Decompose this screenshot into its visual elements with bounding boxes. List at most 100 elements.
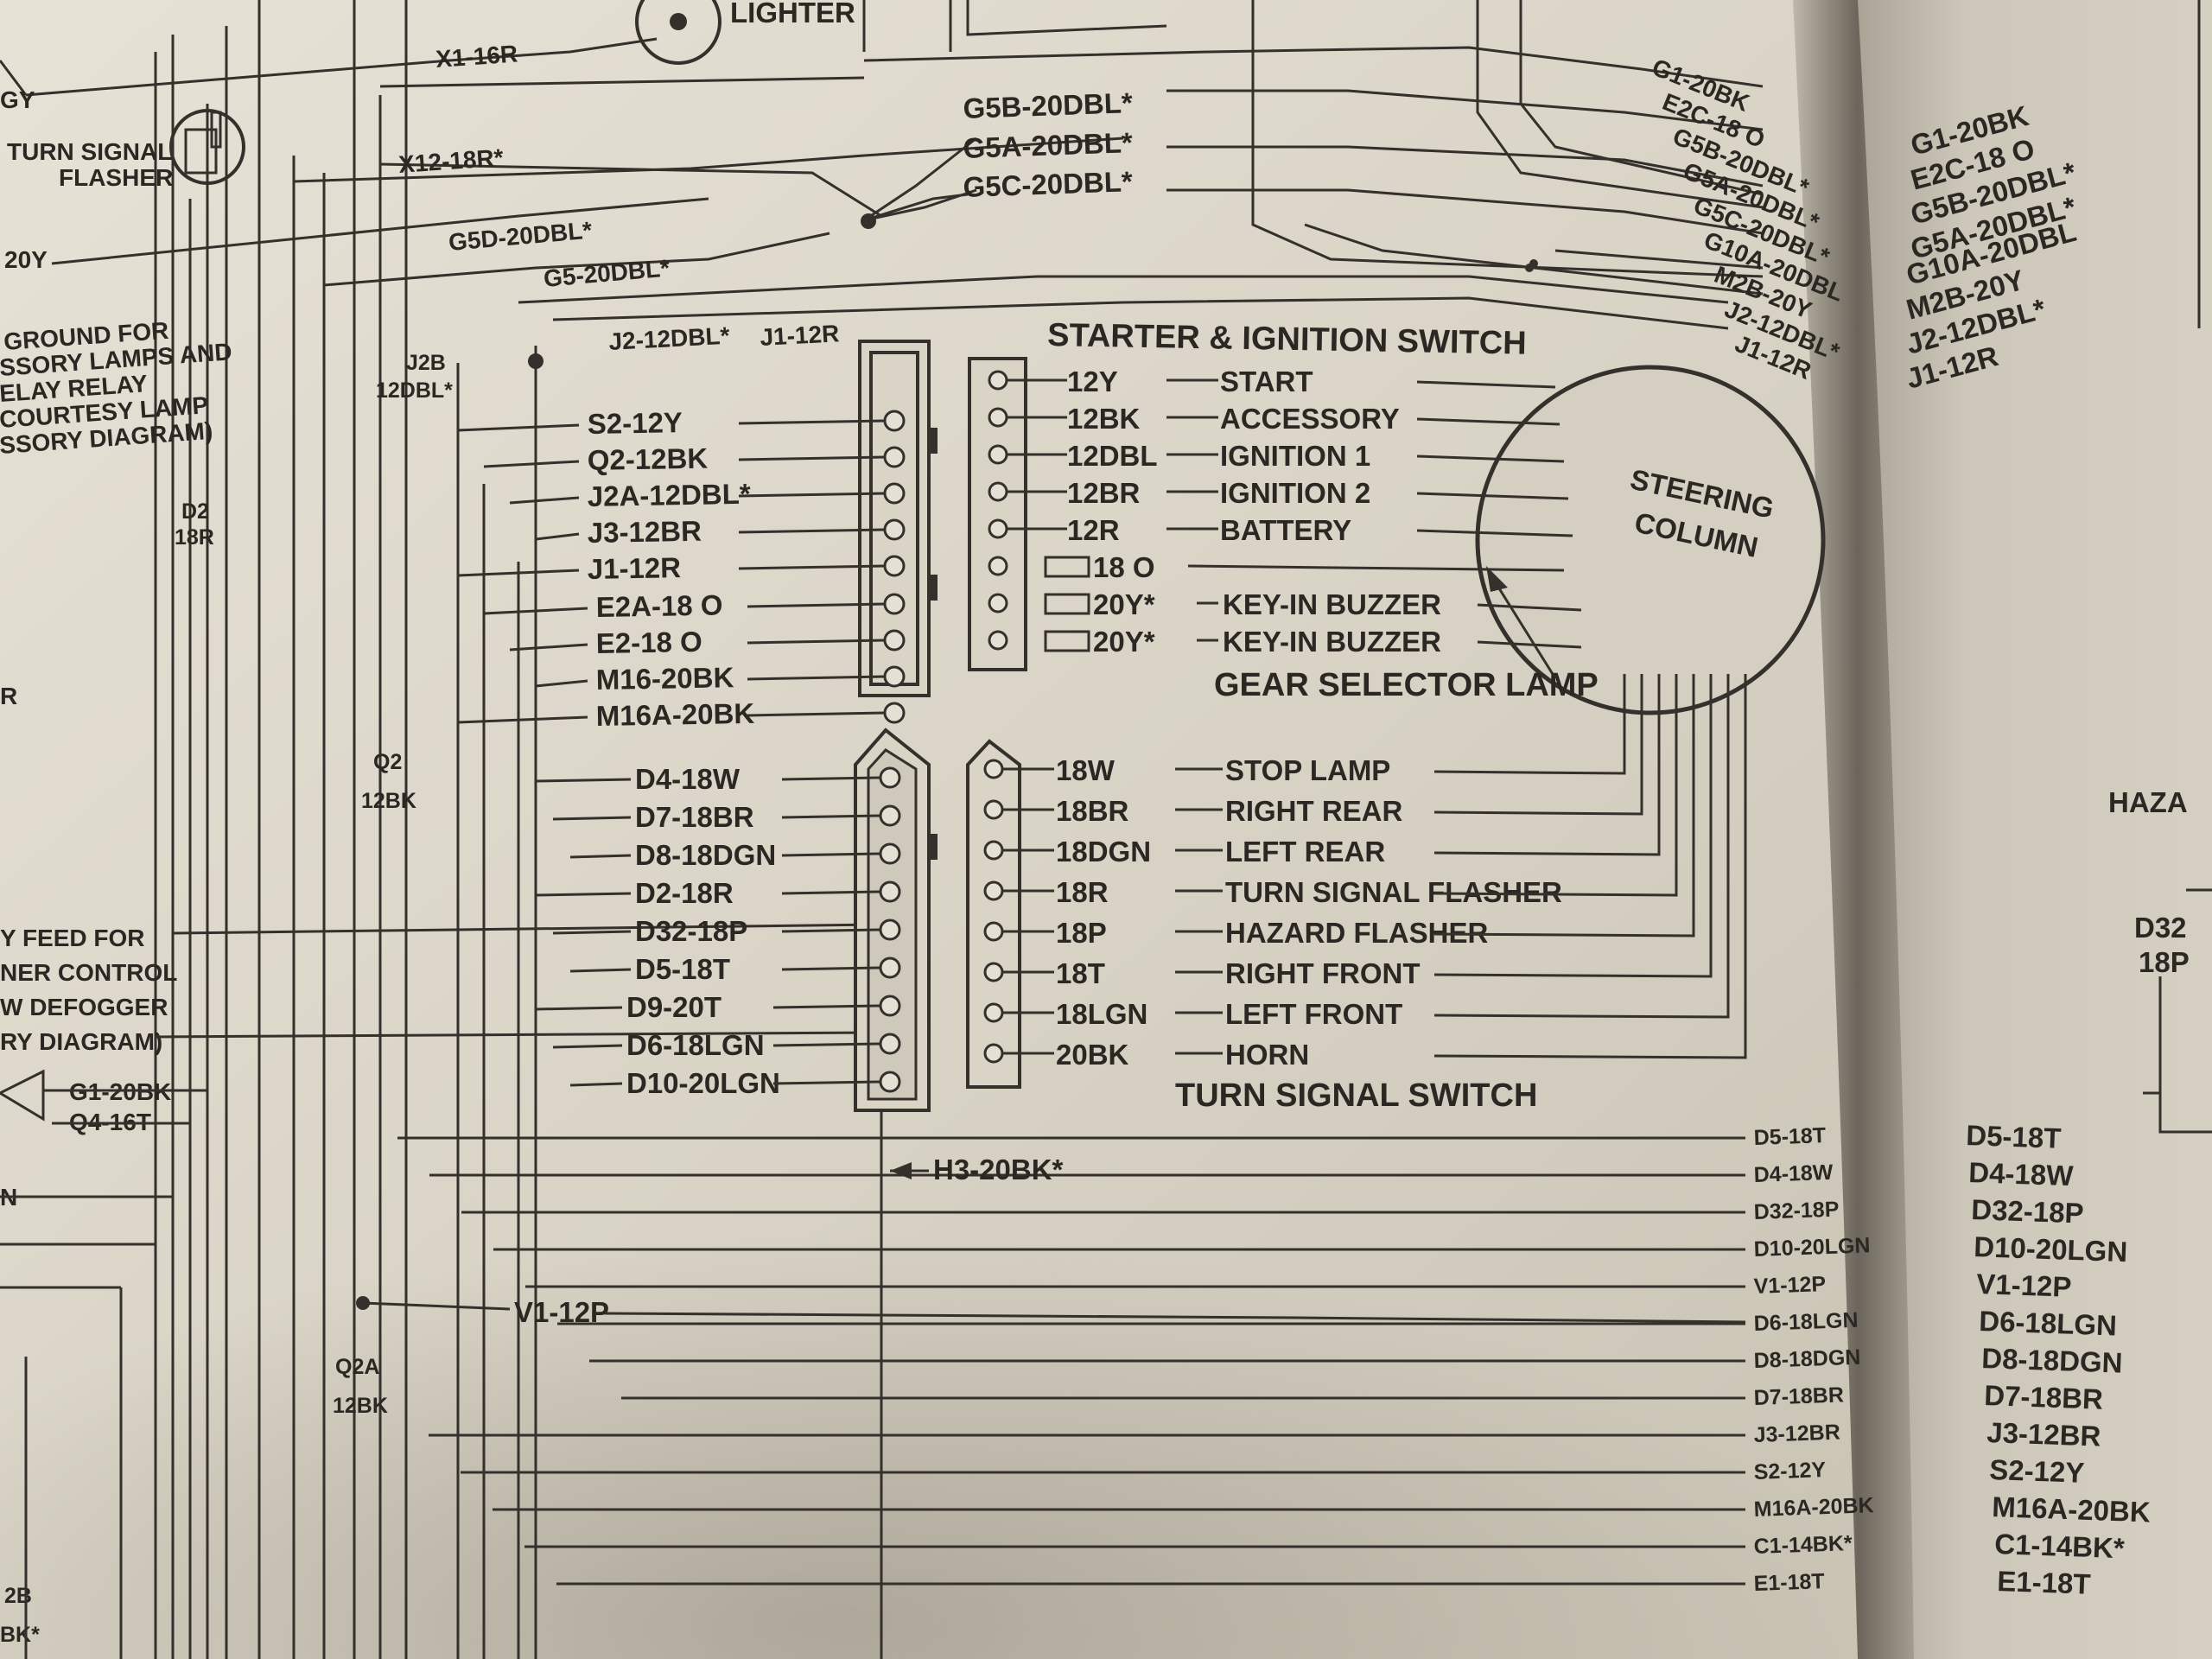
- turn-switch-wire-5: 18T: [1056, 957, 1105, 989]
- bundle-bottom-label-9: S2-12Y: [1753, 1458, 1827, 1484]
- facing-bottom-label-9: S2-12Y: [1989, 1453, 2085, 1489]
- q2-label-1: Q2: [373, 750, 402, 774]
- ign-switch-pin-4: [988, 518, 1008, 539]
- g5b-label: G5B-20DBL*: [963, 86, 1134, 124]
- facing-bottom-label-4: V1-12P: [1976, 1268, 2072, 1303]
- facing-bottom-label-2: D32-18P: [1971, 1193, 2084, 1230]
- bundle-bottom-label-6: D8-18DGN: [1753, 1345, 1861, 1373]
- turn-switch-func-4: HAZARD FLASHER: [1225, 917, 1488, 949]
- turn-switch-wire-4: 18P: [1056, 917, 1107, 949]
- facing-d32-1: D32: [2134, 912, 2187, 944]
- ign-wire-label-6: E2-18 O: [595, 626, 702, 659]
- turn-signal-title: TURN SIGNAL SWITCH: [1175, 1077, 1537, 1114]
- ign-switch-wire-2: 12DBL: [1067, 440, 1158, 472]
- bundle-bottom-label-0: D5-18T: [1753, 1123, 1826, 1150]
- facing-bottom-label-11: C1-14BK*: [1994, 1528, 2126, 1564]
- bundle-bottom-label-2: D32-18P: [1753, 1198, 1840, 1224]
- h3-wire: H3-20BK*: [880, 1110, 1064, 1659]
- turn-signal-flasher-symbol: TURN SIGNAL FLASHER: [7, 109, 245, 191]
- turn-switch-func-0: STOP LAMP: [1225, 754, 1390, 786]
- bundle-bottom-label-3: D10-20LGN: [1753, 1233, 1871, 1262]
- ign-pin-0: [883, 410, 906, 432]
- gy-label: GY: [0, 86, 35, 113]
- bundle-bottom-label-1: D4-18W: [1753, 1160, 1834, 1187]
- flasher-label-1: TURN SIGNAL: [7, 138, 172, 165]
- turn-pin-0: [879, 766, 901, 789]
- j2b-label-1: J2B: [406, 351, 446, 375]
- ign-switch-func-2: IGNITION 1: [1220, 440, 1370, 472]
- ignition-connector-block: [858, 340, 1027, 697]
- bundle-bottom-label-8: J3-12BR: [1753, 1421, 1840, 1447]
- ign-switch-func-1: ACCESSORY: [1220, 403, 1400, 435]
- facing-bottom-label-5: D6-18LGN: [1979, 1305, 2118, 1342]
- ign-switch-wire-0: 12Y: [1067, 365, 1118, 397]
- ign-wire-label-0: S2-12Y: [587, 406, 683, 440]
- turn-pin-5: [879, 957, 901, 979]
- ign-wire-label-7: M16-20BK: [595, 661, 734, 696]
- turn-wire-label-4: D32-18P: [635, 915, 747, 947]
- feed-note-1: Y FEED FOR: [0, 925, 145, 951]
- feed-note-4: RY DIAGRAM): [0, 1028, 162, 1055]
- v1-wire: V1-12P: [514, 1296, 1746, 1328]
- turn-connector-wires: D4-18WD7-18BRD8-18DGND2-18RD32-18PD5-18T…: [535, 763, 901, 1099]
- d2-label-2: 18R: [175, 525, 214, 550]
- turn-switch-pin-1: [983, 799, 1004, 820]
- turn-switch-func-6: LEFT FRONT: [1225, 998, 1402, 1030]
- turn-switch-wire-1: 18BR: [1056, 795, 1129, 827]
- turn-switch-pin-5: [983, 962, 1004, 982]
- ign-switch-wire-5: 18 O: [1093, 551, 1155, 583]
- ign-switch-pin-2: [988, 444, 1008, 465]
- ign-switch-pin-6: [988, 593, 1008, 613]
- turn-switch-pin-4: [983, 921, 1004, 942]
- ign-switch-func-0: START: [1220, 365, 1313, 397]
- ign-switch-func-6: KEY-IN BUZZER: [1223, 588, 1441, 620]
- turn-pin-1: [879, 804, 901, 827]
- facing-bottom-label-6: D8-18DGN: [1981, 1342, 2123, 1379]
- haza-label: HAZA: [2108, 786, 2188, 818]
- ign-pin-3: [883, 518, 906, 541]
- g5a-label: G5A-20DBL*: [963, 126, 1134, 164]
- ign-wire-label-5: E2A-18 O: [595, 588, 722, 623]
- ign-wire-label-3: J3-12BR: [587, 515, 702, 549]
- turn-pin-3: [879, 880, 901, 903]
- turn-wire-label-7: D6-18LGN: [626, 1029, 765, 1061]
- ign-switch-pin-7: [988, 630, 1008, 651]
- facing-page-static: HAZA D32 18P: [2108, 0, 2212, 1134]
- left-harness-lines: [154, 0, 537, 1659]
- facing-bottom-label-0: D5-18T: [1966, 1119, 2062, 1154]
- ign-pin-8: [883, 702, 906, 724]
- turn-switch-func-5: RIGHT FRONT: [1225, 957, 1420, 989]
- bundle-bottom-label-12: E1-18T: [1753, 1569, 1825, 1596]
- turn-wire-label-8: D10-20LGN: [626, 1067, 780, 1099]
- ign-switch-wire-7: 20Y*: [1093, 626, 1155, 658]
- feed-note-2: NER CONTROL: [0, 959, 177, 986]
- ign-switch-func-3: IGNITION 2: [1220, 477, 1370, 509]
- turn-wire-label-3: D2-18R: [635, 877, 734, 909]
- ign-switch-pin-1: [988, 407, 1008, 428]
- j2b-label-2: 12DBL*: [376, 378, 453, 403]
- x1-label: X1-16R: [435, 40, 518, 73]
- p2b-label-2: BK*: [0, 1623, 40, 1647]
- y20-label: 20Y: [4, 246, 48, 273]
- bundle-bottom-label-11: C1-14BK*: [1753, 1531, 1853, 1559]
- facing-page: [1858, 0, 2212, 1659]
- q2-label-2: 12BK: [361, 789, 416, 813]
- gear-selector-lamp-label: GEAR SELECTOR LAMP: [1214, 667, 1599, 703]
- turn-wire-label-6: D9-20T: [626, 991, 721, 1023]
- ign-pin-4: [883, 555, 906, 577]
- q2a-label-2: 12BK: [333, 1394, 388, 1418]
- turn-switch-pin-0: [983, 759, 1004, 779]
- turn-switch-wire-2: 18DGN: [1056, 836, 1151, 868]
- g5c-label: G5C-20DBL*: [963, 165, 1134, 203]
- j1-label: J1-12R: [760, 320, 840, 351]
- turn-wire-label-0: D4-18W: [635, 763, 741, 795]
- ign-wire-label-1: Q2-12BK: [587, 442, 708, 476]
- ign-pin-2: [883, 482, 906, 505]
- v1-label: V1-12P: [514, 1296, 609, 1328]
- facing-bottom-label-10: M16A-20BK: [1992, 1491, 2152, 1528]
- ign-wire-label-4: J1-12R: [587, 551, 681, 585]
- starter-ignition-title: STARTER & IGNITION SWITCH: [1047, 317, 1527, 362]
- turn-switch-wire-7: 20BK: [1056, 1039, 1129, 1071]
